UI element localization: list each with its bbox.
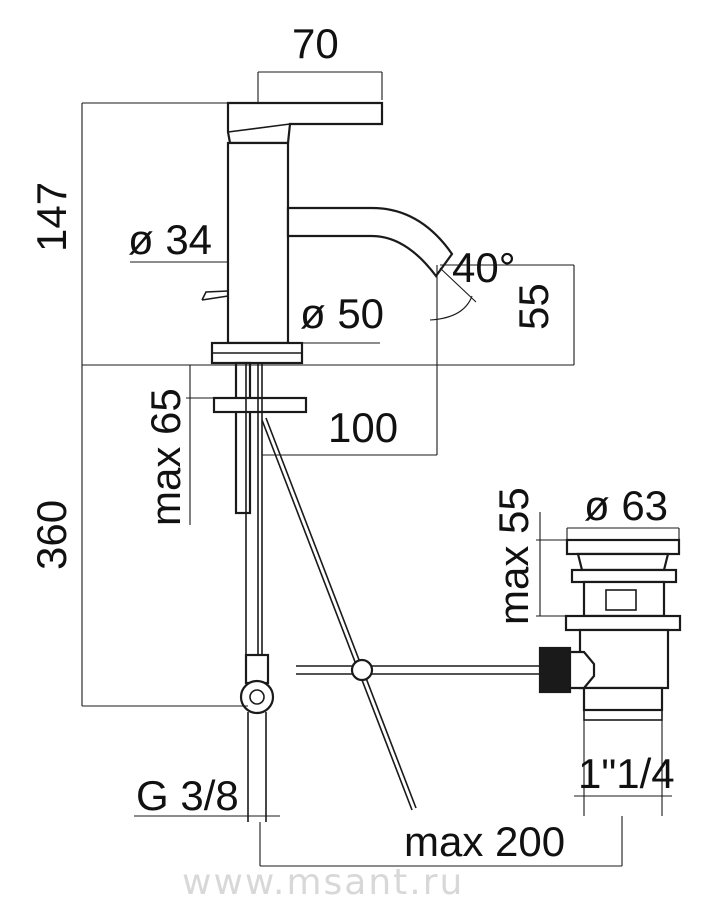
- popup-lever: [201, 290, 229, 301]
- dim-handle-length: 70: [292, 20, 339, 67]
- dimension-lines: [81, 71, 680, 867]
- faucet-body: [201, 101, 454, 822]
- drain-body: [582, 580, 666, 618]
- hose-nut: [239, 653, 275, 822]
- dim-spout-reach: 100: [328, 404, 398, 451]
- faucet-cylinder: [226, 141, 290, 345]
- drain-flange: [564, 614, 682, 632]
- drain-waste: [538, 538, 682, 721]
- dim-drain-thread: 1"1/4: [578, 750, 675, 797]
- dim-max-counter-thickness: max 65: [142, 388, 189, 526]
- dim-total-height: 147: [28, 182, 75, 252]
- faucet-spout: [286, 206, 454, 278]
- dimension-labels: 70 147 ø 34 ø 50 40° 55 100 max 65 360 m…: [28, 20, 675, 865]
- dim-drain-diameter: ø 63: [584, 482, 668, 529]
- faucet-handle: [226, 101, 384, 145]
- dim-base-diameter: ø 50: [300, 290, 384, 337]
- dim-rod-length: max 200: [404, 818, 565, 865]
- dim-drain-height: max 55: [490, 487, 537, 625]
- watermark: www.msant.ru: [182, 862, 464, 900]
- dim-hose-thread: G 3/8: [136, 772, 239, 819]
- dim-hose-length: 360: [28, 500, 75, 570]
- dim-spout-angle: 40°: [452, 244, 516, 291]
- dim-body-diameter: ø 34: [128, 216, 212, 263]
- popup-rod: [261, 417, 540, 811]
- mounting-washer: [212, 396, 308, 414]
- dim-spout-height: 55: [510, 283, 557, 330]
- faucet-shank: [234, 361, 252, 515]
- drain-cap: [565, 538, 681, 556]
